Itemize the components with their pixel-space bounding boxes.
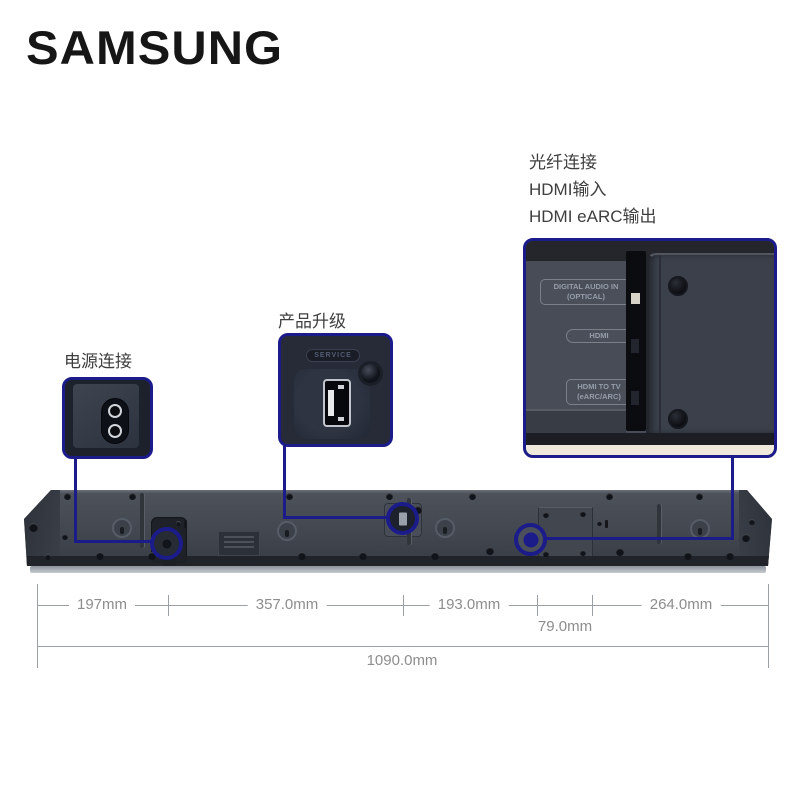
dimension-label-79: 79.0mm	[537, 618, 593, 635]
dimension-tick	[168, 595, 169, 616]
dimension-tick	[37, 584, 38, 668]
screw-icon	[62, 534, 68, 540]
screw-icon	[96, 552, 104, 560]
screw-icon	[286, 493, 293, 500]
dimension-tick	[537, 595, 538, 616]
screw-icon	[386, 493, 393, 500]
service-port-marker	[386, 502, 419, 535]
hdmi-callout-line	[546, 537, 734, 540]
connection-door-panel	[646, 253, 774, 433]
power-panel	[73, 384, 139, 448]
door-hinge-line	[659, 255, 661, 433]
screw-icon	[580, 511, 586, 517]
screw-icon	[543, 512, 549, 518]
groove-line	[657, 504, 661, 544]
soundbar-bottom-shadow	[24, 556, 772, 566]
power-inlet-icon	[101, 398, 129, 444]
screw-icon	[597, 521, 602, 526]
screw-icon	[148, 552, 156, 560]
screw-icon	[29, 523, 38, 532]
hdmi-label: HDMI	[566, 329, 632, 343]
mount-keyhole-icon	[277, 521, 297, 541]
segment-dimension-line	[37, 605, 768, 606]
dimension-tick	[768, 584, 769, 668]
reset-slot-icon	[184, 520, 187, 528]
screw-icon	[684, 552, 692, 560]
power-port-marker	[150, 527, 183, 560]
screw-icon	[742, 534, 750, 542]
optical-port-icon	[631, 293, 640, 304]
reset-slot-icon	[605, 520, 608, 528]
screw-icon	[431, 552, 439, 560]
dimension-label-264: 264.0mm	[641, 596, 721, 614]
screw-icon	[469, 493, 476, 500]
dimension-label-total: 1090.0mm	[366, 652, 438, 669]
screw-icon	[64, 493, 71, 500]
screw-icon	[696, 493, 703, 500]
screw-icon	[358, 361, 383, 386]
dimension-tick	[592, 595, 593, 616]
power-port-callout	[62, 377, 153, 459]
usb-contact	[338, 385, 344, 389]
mount-keyhole-icon	[435, 518, 455, 538]
screw-icon	[668, 409, 688, 429]
soundbar-right-endcap	[739, 490, 772, 566]
power-pin-hole	[108, 424, 122, 438]
hdmi-port-icon	[631, 339, 639, 353]
screw-icon	[45, 554, 51, 560]
bar-bottom-edge	[526, 433, 774, 445]
service-callout-line	[283, 446, 286, 519]
hdmi-port-marker	[514, 523, 547, 556]
total-dimension-line	[37, 646, 768, 647]
service-callout-line	[283, 516, 389, 519]
service-port-callout: SERVICE	[278, 333, 393, 447]
power-callout-line	[74, 540, 154, 543]
mount-keyhole-icon	[690, 519, 710, 539]
rating-label-plate	[218, 531, 260, 556]
screw-icon	[414, 506, 422, 514]
power-pin-hole	[108, 404, 122, 418]
screw-icon	[486, 547, 494, 555]
screw-icon	[616, 548, 624, 556]
groove-line	[140, 493, 144, 548]
screw-icon	[606, 493, 613, 500]
screw-icon	[543, 551, 549, 557]
power-callout-line	[74, 458, 77, 543]
usb-contact	[338, 417, 344, 421]
mount-keyhole-icon	[112, 518, 132, 538]
screw-icon	[176, 521, 181, 526]
annotation-power-connection: 电源连接	[64, 352, 132, 371]
hdmi-callout-line	[731, 457, 734, 540]
screw-icon	[668, 276, 688, 296]
background-strip	[526, 445, 774, 455]
dimension-tick	[403, 595, 404, 616]
samsung-logo: SAMSUNG	[26, 21, 284, 74]
panel-step	[526, 411, 626, 435]
service-port-label: SERVICE	[306, 349, 360, 362]
connection-annotation-optical-hdmi: 光纤连接 HDMI输入 HDMI eARC输出	[529, 153, 657, 226]
usb-port-icon	[323, 379, 351, 427]
screw-icon	[298, 552, 306, 560]
ports-strip	[626, 251, 646, 431]
dimension-label-197: 197mm	[68, 596, 136, 614]
hdmi-port-icon	[631, 391, 639, 405]
screw-icon	[726, 552, 734, 560]
screw-icon	[129, 493, 136, 500]
soundbar-front-lip	[30, 566, 766, 573]
hdmi-optical-callout: DIGITAL AUDIO IN (OPTICAL) HDMI HDMI TO …	[523, 238, 777, 458]
dimension-label-193: 193.0mm	[429, 596, 509, 614]
hdmi-to-tv-label: HDMI TO TV (eARC/ARC)	[566, 379, 632, 405]
annotation-product-upgrade: 产品升级	[278, 312, 346, 331]
screw-icon	[580, 550, 586, 556]
dimension-label-357: 357.0mm	[247, 596, 327, 614]
screw-icon	[359, 552, 367, 560]
usb-contact	[328, 390, 334, 416]
digital-audio-in-label: DIGITAL AUDIO IN (OPTICAL)	[540, 279, 632, 305]
screw-icon	[749, 519, 755, 525]
